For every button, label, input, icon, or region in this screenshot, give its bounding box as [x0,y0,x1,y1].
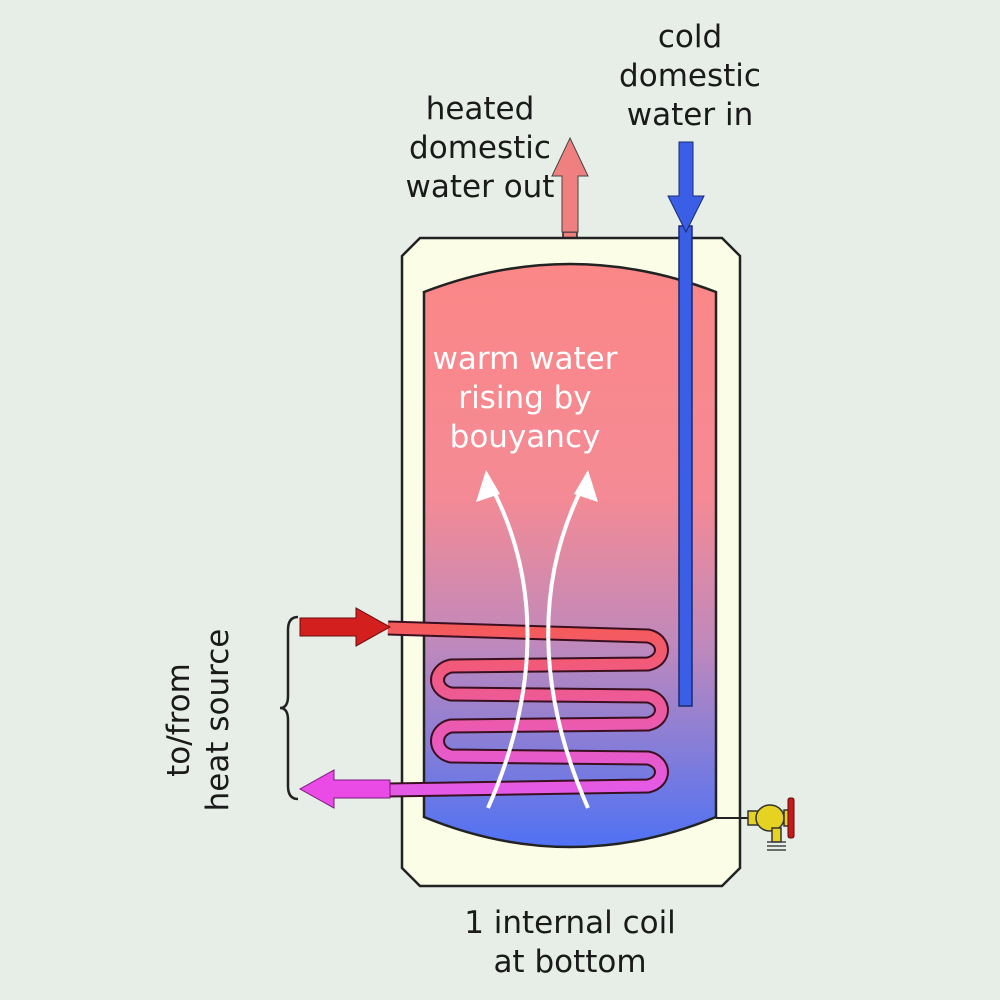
label-line: cold [657,19,723,55]
buoyancy-arrows [476,470,598,809]
drain-valve-icon [716,797,795,851]
arrow-down-icon [667,141,705,234]
arrow-up-icon [551,136,589,233]
label-line: water in [626,97,754,133]
arrow-left-icon [298,769,391,809]
warm-water-rising-label: warm water rising by bouyancy [420,340,630,457]
cold-water-in-label: cold domestic water in [610,18,770,135]
label-line: at bottom [493,944,647,980]
arrow-right-icon [299,607,392,647]
label-line: water out [405,169,555,205]
label-line: to/from [161,663,197,777]
arrow-up-icon [574,470,598,502]
heat-source-label: to/from heat source [160,600,240,840]
buoyancy-arrow-right [546,487,590,809]
label-line: warm water [432,341,618,377]
label-line: heated [425,91,535,127]
cold-water-inlet [667,141,705,707]
label-line: heat source [200,628,236,812]
label-line: 1 internal coil [464,905,676,941]
curly-brace-icon [279,615,299,801]
internal-heating-coil [387,620,669,798]
label-line: rising by [458,380,592,416]
coil-tube [387,622,667,796]
arrow-up-icon [476,470,500,502]
cold-dip-tube [678,225,693,707]
hot-water-out-label: heated domestic water out [390,90,570,207]
label-line: domestic [409,130,551,166]
internal-coil-label: 1 internal coil at bottom [450,904,690,982]
buoyancy-arrow-left [486,487,530,809]
label-line: domestic [619,58,761,94]
label-line: bouyancy [449,419,601,455]
